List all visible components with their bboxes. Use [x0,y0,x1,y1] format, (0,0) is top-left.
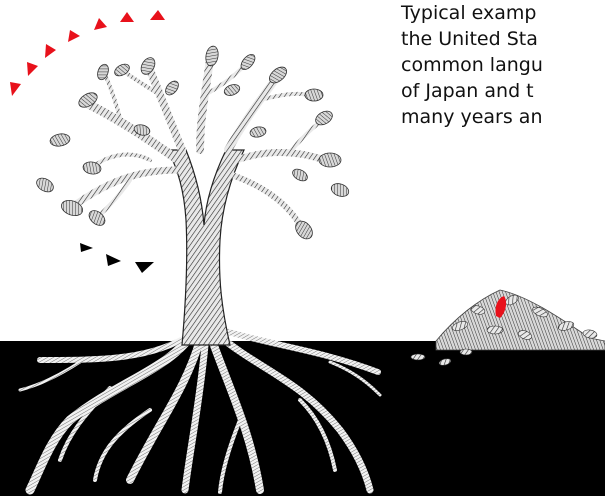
trunk [168,150,244,345]
black-triangle-arrows [80,243,154,273]
caption-text: Typical examp the United Sta common lang… [401,0,605,130]
ground [0,341,605,496]
